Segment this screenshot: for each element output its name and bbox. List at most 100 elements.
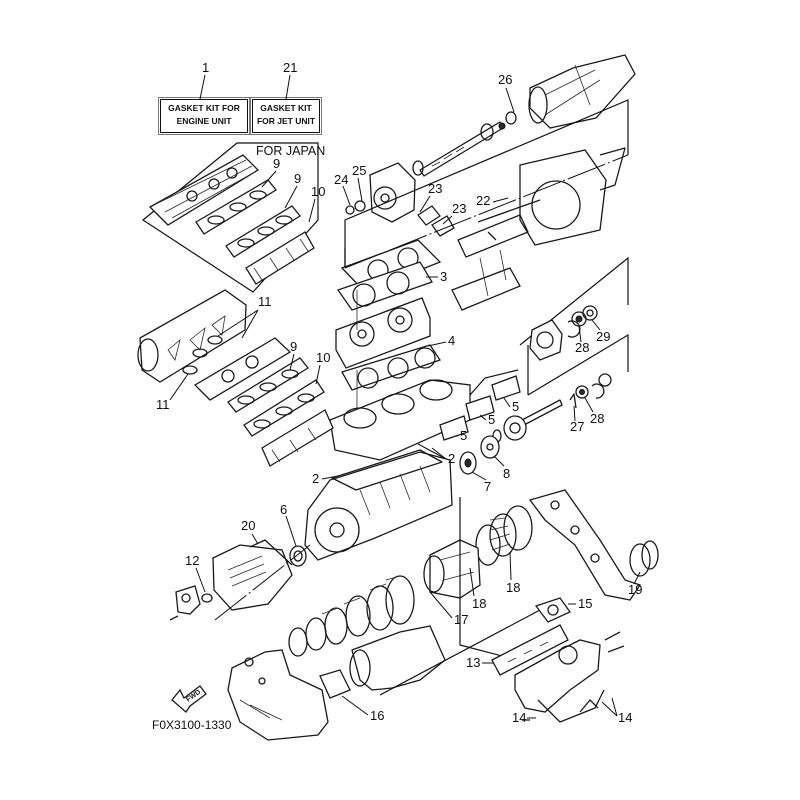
leader-line [285,74,291,100]
callout-14[interactable]: 14 [512,710,526,725]
exhaust-cover-5c [439,415,469,441]
head-gasket-3 [336,261,433,311]
exhaust-cover-5a [491,375,521,401]
muffler-chain [288,575,415,657]
bearing-frame-lower [527,333,629,396]
magneto-cover [212,539,293,611]
bearing-frame-upper [519,256,629,346]
oil-seal-29 [582,305,598,321]
leader-line [492,197,509,203]
callout-kit-1[interactable]: 1 [202,60,209,75]
japan-intake-manifold [148,154,260,226]
callout-5[interactable]: 5 [488,412,495,427]
o-ring-11 [182,365,198,375]
callout-8[interactable]: 8 [503,466,510,481]
o-ring-11 [207,335,223,345]
leader-line [427,341,447,347]
bearing-25 [354,200,366,212]
callout-20[interactable]: 20 [241,518,255,533]
callout-9[interactable]: 9 [294,171,301,186]
callout-5[interactable]: 5 [512,399,519,414]
o-ring-26 [505,111,517,125]
oil-seal-6 [289,545,307,567]
cylinder-block [329,379,471,461]
kit-box-line: FOR JET UNIT [256,116,316,126]
clip-27 [569,393,577,409]
leader-line [342,185,351,206]
callout-28[interactable]: 28 [590,411,604,426]
callout-19[interactable]: 19 [628,582,642,597]
coupler-shaft [492,399,563,443]
callout-16[interactable]: 16 [370,708,384,723]
callout-2[interactable]: 2 [312,471,319,486]
callout-28[interactable]: 28 [575,340,589,355]
bearing-28-center [575,315,583,323]
callout-kit-21[interactable]: 21 [283,60,297,75]
callout-18[interactable]: 18 [472,596,486,611]
callout-10[interactable]: 10 [311,184,325,199]
callout-27[interactable]: 27 [570,419,584,434]
callout-9[interactable]: 9 [290,339,297,354]
kit-box-jet-unit: GASKET KIT FOR JET UNIT [250,97,322,135]
callout-25[interactable]: 25 [352,163,366,178]
intake-manifold [193,337,292,401]
callout-10[interactable]: 10 [316,350,330,365]
callout-11[interactable]: 11 [258,294,272,309]
impeller-housing [369,162,416,223]
leader-line [469,567,475,597]
drawing-code: F0X3100-1330 [152,718,232,732]
callout-2[interactable]: 2 [448,451,455,466]
callout-3[interactable]: 3 [440,269,447,284]
leader-line [341,695,369,716]
circlip [591,383,605,399]
callout-26[interactable]: 26 [498,72,512,87]
callout-18[interactable]: 18 [506,580,520,595]
callout-6[interactable]: 6 [280,502,287,517]
leader-line [578,325,582,343]
region-note: FOR JAPAN [256,144,325,158]
kit-box-line: GASKET KIT FOR [168,103,240,113]
callout-13[interactable]: 13 [466,655,480,670]
starter-motor [169,585,201,621]
callout-12[interactable]: 12 [185,553,199,568]
callout-23[interactable]: 23 [452,201,466,216]
japan-reed-valves [245,231,315,285]
fwd-arrow-icon[interactable]: FWD [171,685,207,713]
callout-4[interactable]: 4 [448,333,455,348]
oil-seal-6-center [293,550,303,562]
japan-gasket-9a [195,179,277,235]
bearing-28 [575,385,589,399]
leader-line [284,185,298,209]
callout-5[interactable]: 5 [460,428,467,443]
leader-line [584,397,594,413]
callout-14[interactable]: 14 [618,710,632,725]
leader-line [429,591,453,619]
reed-valve-assembly [261,409,334,467]
crankcase [304,451,453,561]
kit-box-engine-unit: GASKET KIT FOR ENGINE UNIT [158,97,250,135]
callout-11[interactable]: 11 [156,397,170,412]
callout-9[interactable]: 9 [273,156,280,171]
callout-15[interactable]: 15 [578,596,592,611]
washer-8 [480,435,500,459]
leader-line [289,353,295,371]
callout-22[interactable]: 22 [476,193,490,208]
kit-box-line: GASKET KIT [260,103,312,113]
leader-line [321,475,339,480]
leader-line [633,571,641,585]
callout-7[interactable]: 7 [484,479,491,494]
exhaust-gasket-13 [491,624,569,676]
callout-23[interactable]: 23 [428,181,442,196]
exhaust-clamp-19 [629,540,659,577]
exhaust-cover-5b [465,395,495,421]
leader-line [509,551,512,581]
bolt-14b [579,699,599,713]
callout-29[interactable]: 29 [596,329,610,344]
bearing-28-center [579,389,585,395]
callout-17[interactable]: 17 [454,612,468,627]
callout-24[interactable]: 24 [334,172,348,187]
exhaust-manifold [514,631,625,713]
water-box [227,649,329,741]
exhaust-gasket-15 [534,597,571,623]
